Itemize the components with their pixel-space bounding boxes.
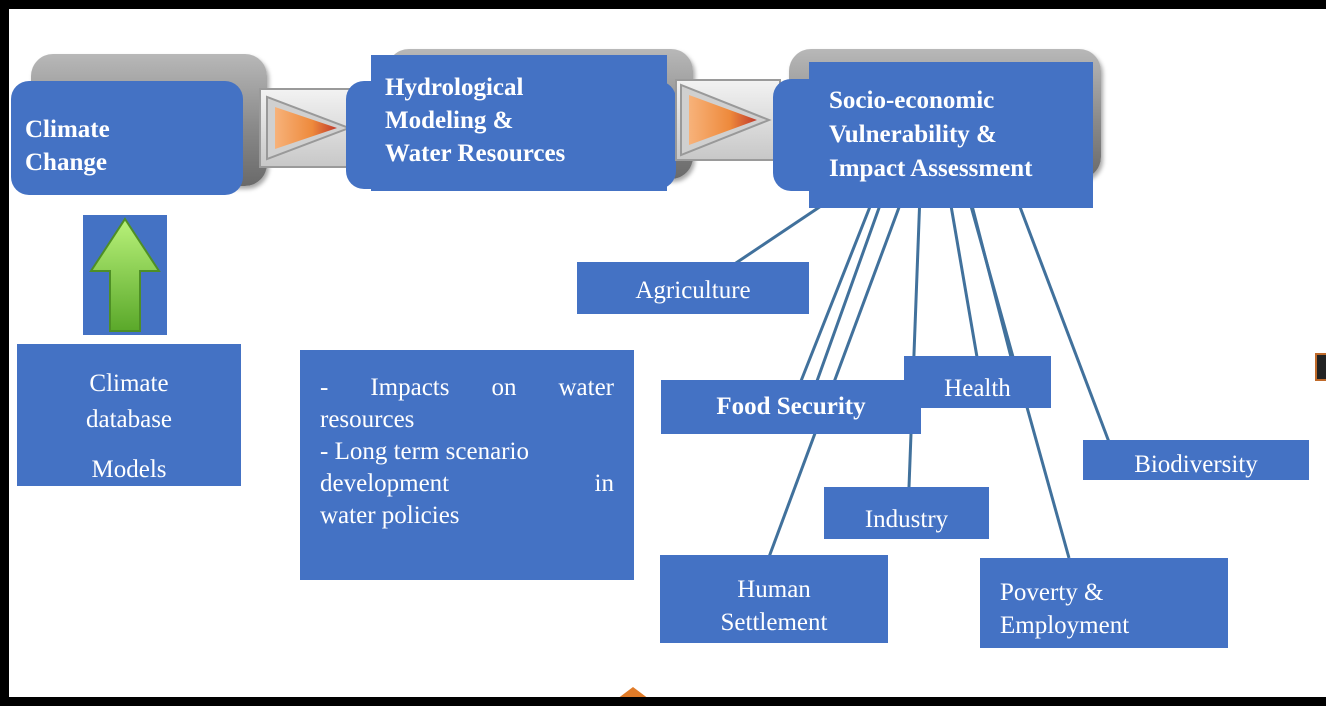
connector-industry bbox=[907, 193, 922, 488]
climate-change-box: Climate Change bbox=[13, 105, 237, 185]
impacts-box: - Impacts on water resources - Long term… bbox=[300, 350, 634, 580]
connector-food-security-2 bbox=[815, 193, 886, 382]
up-arrow-icon bbox=[89, 217, 161, 332]
connector-lines bbox=[726, 193, 1111, 559]
sector-industry: Industry bbox=[824, 487, 989, 539]
socio-economic-box: Socio-economic Vulnerability & Impact As… bbox=[809, 62, 1093, 208]
climate-database-box: Climate database Models bbox=[17, 344, 241, 486]
impacts-line5: water policies bbox=[320, 502, 460, 529]
sector-biodiversity: Biodiversity bbox=[1083, 440, 1309, 480]
bottom-diamond-icon bbox=[619, 687, 647, 697]
arrow-2 bbox=[680, 83, 772, 157]
impacts-line2: resources bbox=[320, 406, 415, 433]
connector-health-1 bbox=[947, 193, 979, 358]
impacts-line3: - Long term scenario bbox=[320, 438, 529, 465]
climate-db-line3: Models bbox=[91, 456, 167, 483]
edge-marker bbox=[1315, 353, 1326, 381]
connector-biodiversity bbox=[1015, 198, 1111, 443]
impacts-line4b: in bbox=[594, 470, 614, 497]
sector-agriculture: Agriculture bbox=[577, 262, 809, 314]
diagram-canvas: Climate Change Hydrological Modeling & W… bbox=[9, 9, 1326, 697]
connector-agriculture bbox=[726, 200, 828, 271]
sector-food-security: Food Security bbox=[661, 380, 921, 434]
climate-db-line2: database bbox=[85, 406, 173, 433]
impacts-line1: - Impacts on water bbox=[320, 374, 614, 401]
impacts-line4a: development bbox=[320, 470, 450, 497]
connector-human-settlement bbox=[767, 193, 906, 558]
sector-poverty-employment: Poverty & Employment bbox=[980, 558, 1228, 648]
sector-health: Health bbox=[904, 356, 1051, 408]
sector-human-settlement: Human Settlement bbox=[660, 555, 888, 643]
connector-food-security-1 bbox=[799, 193, 877, 382]
hydrological-box: Hydrological Modeling & Water Resources bbox=[371, 55, 667, 191]
climate-db-line1: Climate bbox=[89, 370, 169, 397]
impacts-line4: development in bbox=[320, 468, 614, 500]
